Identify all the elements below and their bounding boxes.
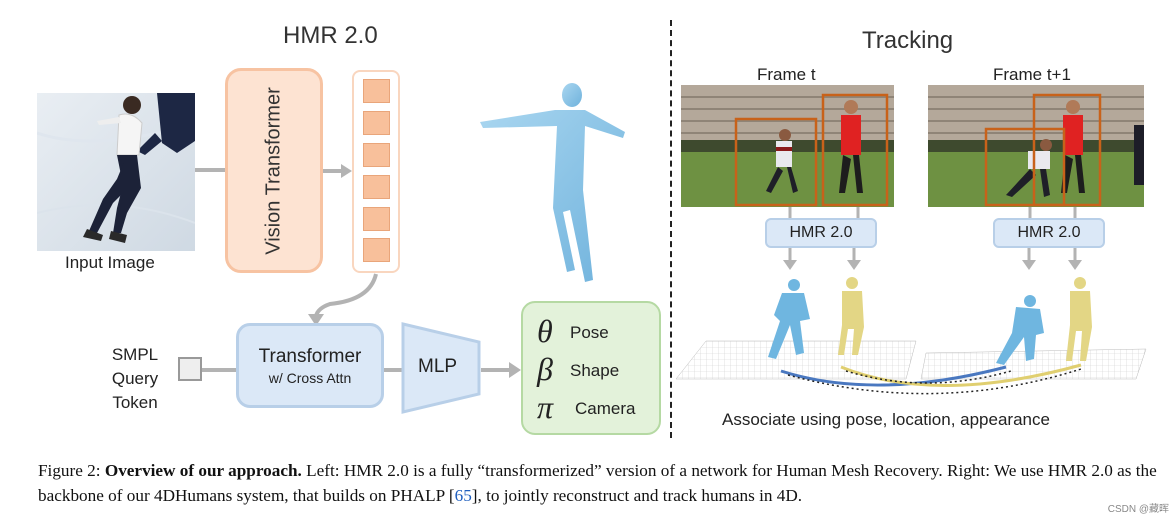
frame-t-image <box>681 85 894 207</box>
arrow-mlp-to-outputs <box>481 362 521 378</box>
arrow-hmr-t-down-1 <box>783 248 797 270</box>
hmr-title: HMR 2.0 <box>283 22 378 49</box>
arrow-hmr-t1-down-1 <box>1022 248 1036 270</box>
hmr-box-frame-t: HMR 2.0 <box>765 218 877 248</box>
arrow-input-to-vit <box>195 168 225 172</box>
smpl-query-token <box>178 357 202 381</box>
arrow-vit-to-tokens <box>323 164 352 178</box>
camera-label: Camera <box>575 399 636 418</box>
arrow-hmr-t-down-2 <box>847 248 861 270</box>
smpl-label-line: Query <box>111 369 159 388</box>
arrow-tokens-to-transformer <box>308 273 378 326</box>
citation-link[interactable]: 65 <box>454 486 472 505</box>
tracking-title: Tracking <box>862 27 954 54</box>
input-image <box>37 93 195 251</box>
mlp-label: MLP <box>418 356 458 377</box>
token <box>363 207 390 231</box>
section-divider <box>670 20 672 438</box>
smpl-query-token-label: SMPL Query Token <box>110 343 160 415</box>
tracking-3d-scene <box>676 277 1147 395</box>
mesh-blue-t <box>768 279 810 359</box>
arrow-hmr-t1-down-2 <box>1068 248 1082 270</box>
outputs-block: θ Pose β Shape π Camera <box>521 301 661 435</box>
mesh-yellow-t1 <box>1066 277 1092 361</box>
smpl-label-line: SMPL <box>111 345 159 364</box>
transformer-block: Transformer w/ Cross Attn <box>236 323 384 408</box>
beta-symbol: β <box>537 351 553 387</box>
frame-t1-image <box>928 85 1144 207</box>
image-tokens-column <box>352 70 400 273</box>
caption-text-1: Left: HMR 2.0 is a fully “transformerize… <box>38 461 1157 505</box>
token <box>363 143 390 167</box>
smpl-label-line: Token <box>112 393 158 412</box>
associate-label: Associate using pose, location, appearan… <box>722 410 1050 429</box>
transformer-label: Transformer <box>258 346 362 367</box>
caption-bold: Overview of our approach. <box>104 461 302 480</box>
pose-label: Pose <box>570 323 609 342</box>
token <box>363 175 390 199</box>
arrow-token-to-transformer <box>202 368 236 372</box>
token <box>363 238 390 262</box>
mlp-block <box>401 322 481 414</box>
vision-transformer-label: Vision Transformer <box>262 86 285 255</box>
figure-caption: Figure 2: Overview of our approach. Left… <box>38 458 1158 508</box>
watermark: CSDN @藏晖 <box>1107 504 1169 515</box>
arrow-transformer-to-mlp <box>384 368 404 372</box>
vision-transformer-block: Vision Transformer <box>225 68 323 273</box>
mesh-blue-t1 <box>996 295 1044 365</box>
frame-t-label: Frame t <box>757 65 816 84</box>
input-image-label: Input Image <box>65 253 155 272</box>
token <box>363 79 390 103</box>
token <box>363 111 390 135</box>
theta-symbol: θ <box>537 313 553 349</box>
caption-text-2: ], to jointly reconstruct and track huma… <box>471 486 803 505</box>
pi-symbol: π <box>537 389 554 425</box>
transformer-sublabel: w/ Cross Attn <box>268 370 352 386</box>
caption-prefix: Figure 2: <box>38 461 105 480</box>
frame-t1-label: Frame t+1 <box>993 65 1071 84</box>
mesh-body <box>480 83 625 282</box>
shape-label: Shape <box>570 361 620 380</box>
hmr-box-frame-t1: HMR 2.0 <box>993 218 1105 248</box>
mesh-yellow-t <box>838 277 864 355</box>
